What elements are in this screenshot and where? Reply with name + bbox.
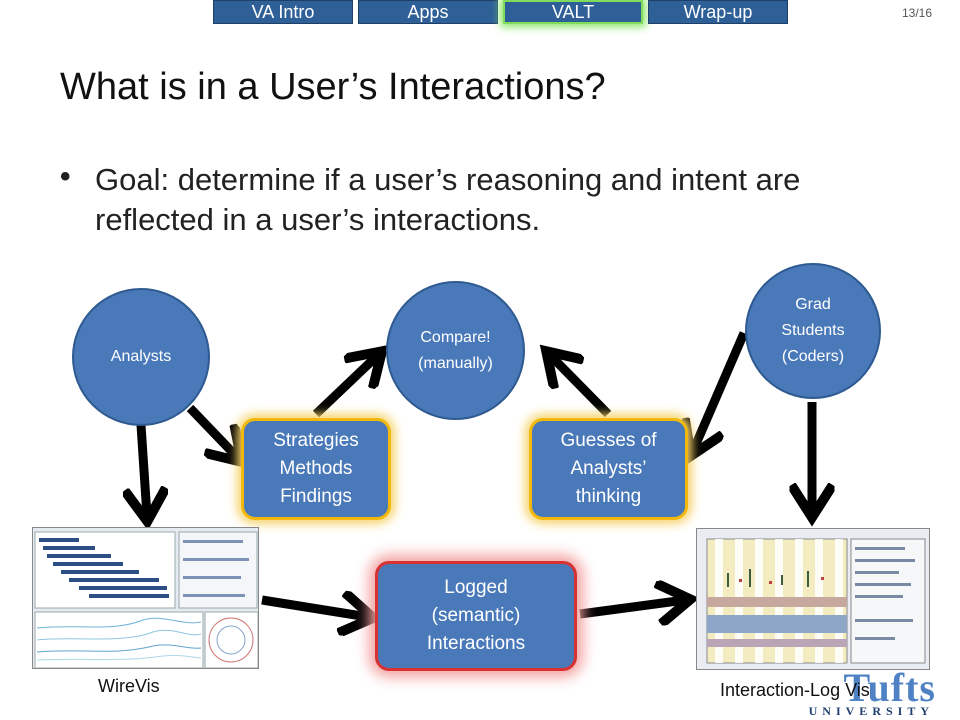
interaction-log-vis-screenshot [696, 528, 930, 670]
strategies-line1: Strategies [273, 430, 359, 451]
wirevis-thumbnail-image [33, 528, 258, 668]
bullet-marker: • [60, 160, 71, 193]
tab-wrap-up[interactable]: Wrap-up [648, 0, 788, 24]
arrow-grad-to-guesses [693, 331, 749, 451]
guesses-line2: Analysts’ [570, 458, 647, 479]
wirevis-screenshot [32, 527, 259, 669]
arrow-guesses-to-compare [550, 355, 612, 418]
tab-valt[interactable]: VALT [503, 0, 643, 24]
strategies-line3: Findings [280, 486, 352, 507]
guesses-line3: thinking [575, 486, 642, 507]
slide-title: What is in a User’s Interactions? [60, 66, 606, 108]
tab-apps[interactable]: Apps [358, 0, 498, 24]
compare-node: Compare! (manually) [386, 281, 525, 420]
strategies-line2: Methods [279, 458, 353, 479]
page-number: 13/16 [901, 6, 932, 20]
grad-label-line1: Grad [795, 296, 831, 313]
logged-line1: Logged [444, 577, 508, 598]
goal-bullet-text: Goal: determine if a user’s reasoning an… [95, 162, 801, 237]
interaction-log-thumbnail-image [697, 529, 929, 669]
arrow-analysts-to-strategies [186, 404, 238, 458]
arrow-strategies-to-compare [312, 355, 378, 418]
grad-students-node: Grad Students (Coders) [745, 263, 881, 399]
tufts-university-logo: Tufts UNIVERSITY [800, 665, 950, 720]
logged-line2: (semantic) [431, 605, 521, 626]
logo-wordmark: Tufts [843, 665, 936, 710]
strategies-box: Strategies Methods Findings [241, 418, 391, 520]
interaction-log-vis-caption: Interaction-Log Vis [720, 680, 870, 700]
arrow-logged-to-interaction-log [579, 600, 685, 614]
compare-label-line2: (manually) [418, 354, 493, 372]
grad-label-line3: (Coders) [781, 348, 845, 365]
analysts-node: Analysts [72, 288, 210, 426]
guesses-box: Guesses of Analysts’ thinking [529, 418, 688, 520]
compare-label-line1: Compare! [420, 328, 491, 346]
wirevis-caption: WireVis [98, 676, 160, 696]
tab-va-intro[interactable]: VA Intro [213, 0, 353, 24]
analysts-label: Analysts [110, 348, 172, 365]
arrow-wirevis-to-logged [261, 600, 368, 617]
guesses-line1: Guesses of [560, 430, 657, 451]
logo-subtitle: UNIVERSITY [808, 704, 934, 718]
grad-label-line2: Students [781, 322, 845, 339]
logged-interactions-box: Logged (semantic) Interactions [375, 561, 577, 671]
logged-line3: Interactions [426, 633, 526, 654]
arrow-analysts-to-wirevis [141, 424, 147, 516]
